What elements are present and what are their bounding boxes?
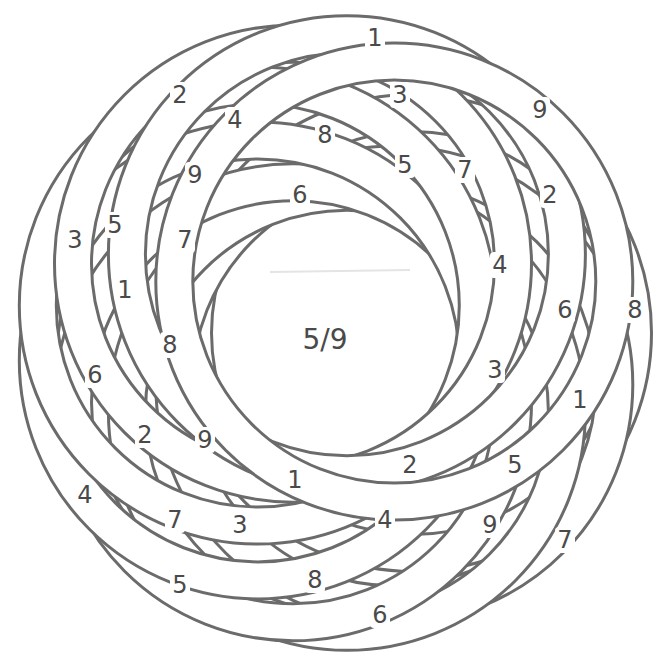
- band-number: 7: [455, 157, 474, 183]
- band-number: 8: [625, 297, 644, 323]
- band-number: 4: [75, 482, 94, 508]
- band-number: 1: [285, 467, 304, 493]
- band-number: 9: [195, 427, 214, 453]
- band-number: 2: [170, 82, 189, 108]
- band-number: 8: [305, 567, 324, 593]
- band-number: 2: [400, 452, 419, 478]
- band-number: 5: [505, 452, 524, 478]
- band-number: 2: [135, 422, 154, 448]
- band-number: 6: [85, 362, 104, 388]
- band-number: 1: [115, 277, 134, 303]
- band-number: 4: [490, 252, 509, 278]
- band-number: 5: [170, 572, 189, 598]
- band-number: 3: [65, 227, 84, 253]
- puzzle-target: 5/9: [300, 325, 349, 355]
- band-number: 3: [230, 512, 249, 538]
- band-number: 4: [225, 107, 244, 133]
- band-number: 1: [570, 387, 589, 413]
- band-number: 9: [480, 512, 499, 538]
- band-number: 2: [540, 182, 559, 208]
- band-number: 9: [530, 97, 549, 123]
- band-number: 5: [105, 212, 124, 238]
- band-number: 3: [485, 357, 504, 383]
- band-number: 6: [290, 182, 309, 208]
- band-number: 7: [165, 507, 184, 533]
- band-number: 5: [395, 152, 414, 178]
- band-number: 8: [160, 332, 179, 358]
- band-number: 7: [175, 227, 194, 253]
- band-number: 7: [555, 527, 574, 553]
- band-number: 8: [315, 122, 334, 148]
- band-number: 9: [185, 162, 204, 188]
- band-number: 6: [370, 602, 389, 628]
- band-number: 3: [390, 82, 409, 108]
- band-number: 1: [365, 25, 384, 51]
- band-number: 6: [555, 297, 574, 323]
- band-number: 4: [375, 507, 394, 533]
